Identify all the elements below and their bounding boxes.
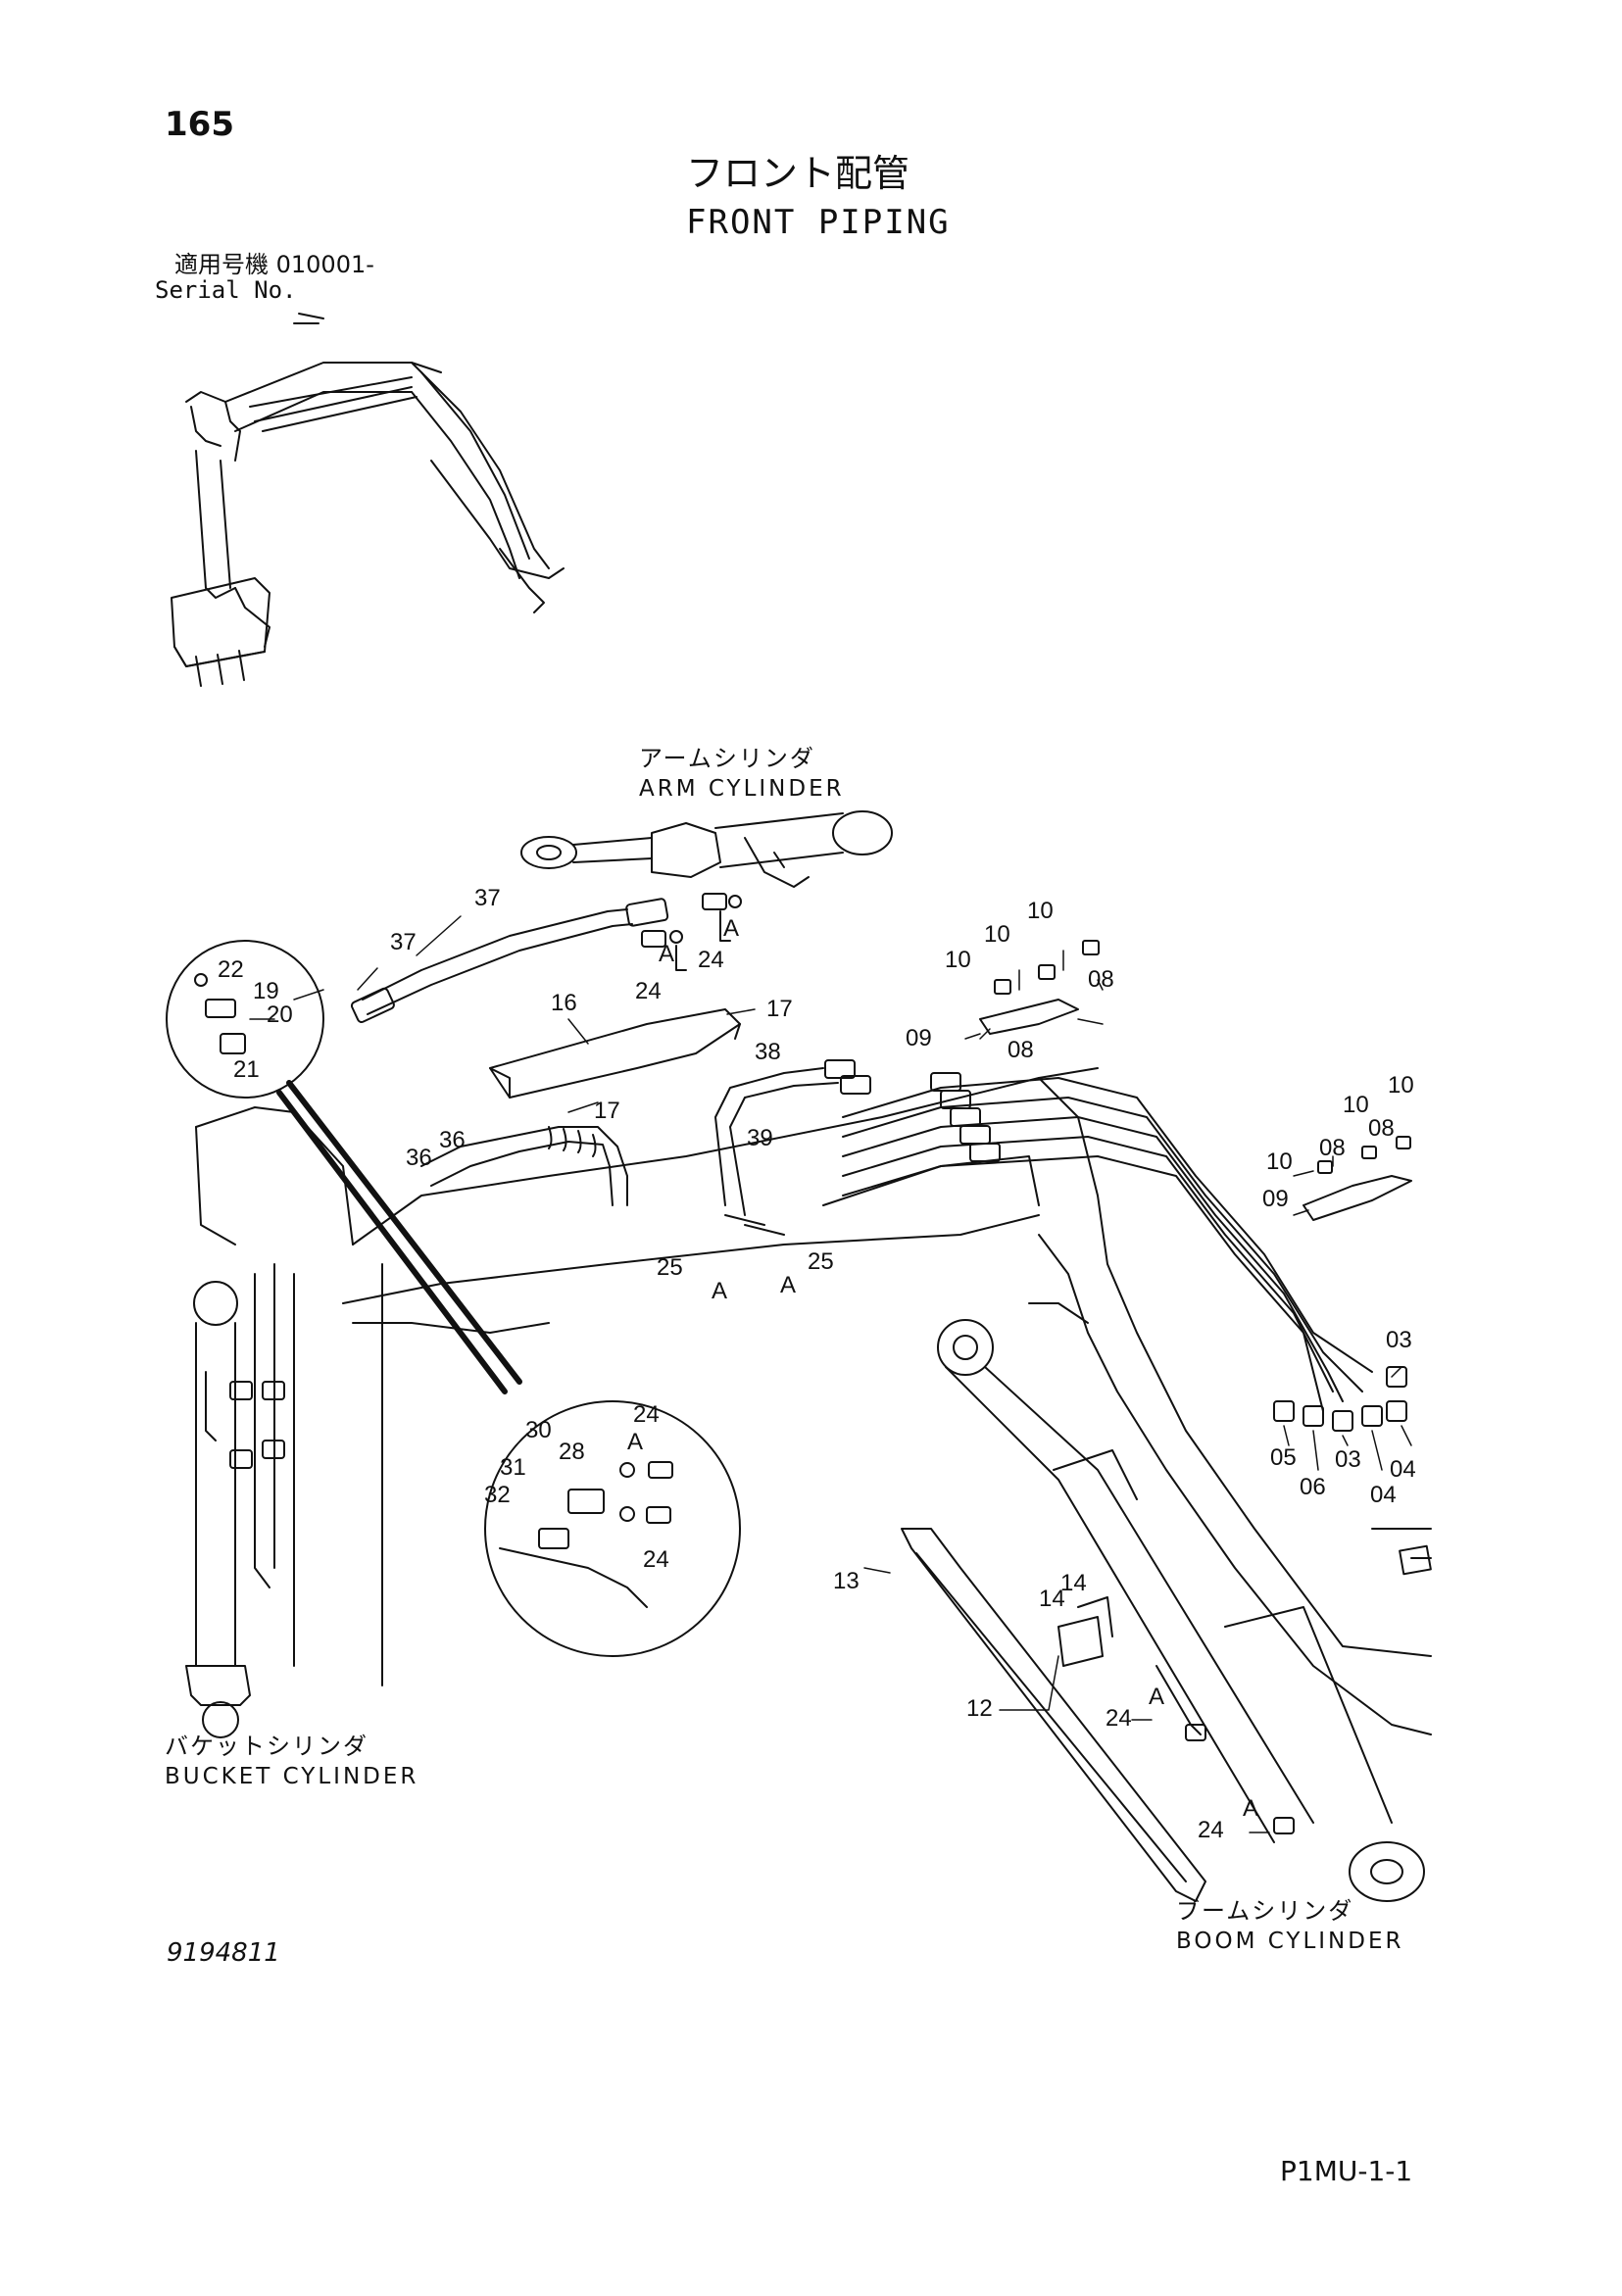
callout-08: 08 [1088,966,1114,993]
callout-22: 22 [218,956,244,983]
callout-10: 10 [1388,1072,1414,1099]
callout-24: 24 [633,1401,660,1428]
callout-37: 37 [390,929,417,955]
callout-36: 36 [439,1127,466,1153]
cover-16 [489,1008,741,1099]
callout-03: 03 [1386,1327,1412,1353]
callout-14: 14 [1060,1570,1087,1596]
callout-37: 37 [474,885,501,911]
callout-24: 24 [635,978,662,1004]
bucket-cylinder-drawing [185,1263,383,1738]
clamp-assembly-upper [979,940,1100,1035]
hose-37 [350,898,669,1024]
arm-cylinder-label-en: ARM CYLINDER [639,776,845,802]
callout-24: 24 [698,947,724,973]
arm-cylinder-drawing [520,810,893,888]
detail-circle-fittings [484,1400,741,1657]
callout-24: 24 [1106,1705,1132,1732]
serial-label-jp: 適用号機 010001- [174,251,374,278]
callout-a: A [1243,1795,1259,1822]
page-title-jp: フロント配管 [686,152,910,195]
callout-10: 10 [1343,1092,1369,1118]
callout-09: 09 [906,1025,932,1051]
callout-28: 28 [559,1439,585,1465]
callout-17: 17 [766,996,793,1022]
leader-lines [249,915,1412,1833]
callout-12: 12 [966,1695,993,1722]
callout-13: 13 [833,1568,860,1594]
serial-label-en: Serial No. [155,276,297,304]
callout-39: 39 [747,1125,773,1151]
callout-08: 08 [1008,1037,1034,1063]
boom-cylinder-drawing [901,1319,1425,1902]
boom-cylinder-label-jp: ブームシリンダ [1176,1897,1354,1925]
arm-cylinder-label-jp: アームシリンダ [639,745,815,772]
excavator-overview-illustration [171,313,565,687]
hose-bundle-right [842,1072,1407,1432]
callout-20: 20 [267,1001,293,1028]
callout-14: 14 [1039,1586,1065,1612]
hoses-38-39 [714,1059,871,1236]
clamp-assembly-lower [1303,1136,1412,1221]
callout-30: 30 [525,1417,552,1443]
callout-a: A [780,1272,797,1298]
callout-a: A [659,941,675,967]
callout-10: 10 [945,947,971,973]
fittings-group-top [641,893,742,971]
callout-a: A [723,915,740,942]
callout-24: 24 [1198,1817,1224,1843]
callout-a: A [627,1429,644,1455]
callout-32: 32 [484,1482,511,1508]
drawing-number: 9194811 [167,1938,280,1968]
page-number: 165 [165,105,234,144]
callout-25: 25 [657,1254,683,1281]
callout-16: 16 [551,990,577,1016]
callout-10: 10 [1027,898,1054,924]
callout-09: 09 [1262,1186,1289,1212]
callout-05: 05 [1270,1444,1297,1471]
callout-08: 08 [1319,1135,1346,1161]
callout-08: 08 [1368,1115,1395,1142]
callout-10: 10 [984,921,1010,948]
bucket-cylinder-label-jp: バケットシリンダ [165,1733,369,1760]
callout-21: 21 [233,1056,260,1083]
boom-cylinder-label-en: BOOM CYLINDER [1176,1929,1404,1954]
callout-19: 19 [253,978,279,1004]
callout-a: A [1149,1684,1165,1710]
callout-a: A [712,1278,728,1304]
callout-36: 36 [406,1145,432,1171]
callout-31: 31 [500,1454,526,1481]
bucket-cylinder-label-en: BUCKET CYLINDER [165,1764,419,1789]
callout-03: 03 [1335,1446,1361,1473]
callout-25: 25 [808,1248,834,1275]
callout-06: 06 [1300,1474,1326,1500]
spiral-guard-hose-36 [420,1126,628,1206]
page-reference: P1MU-1-1 [1280,2155,1413,2187]
callout-17: 17 [594,1098,620,1124]
callout-24: 24 [643,1546,669,1573]
callout-10: 10 [1266,1148,1293,1175]
callout-04: 04 [1370,1482,1397,1508]
page-title-en: FRONT PIPING [686,203,951,242]
callout-04: 04 [1390,1456,1416,1483]
callout-38: 38 [755,1039,781,1065]
